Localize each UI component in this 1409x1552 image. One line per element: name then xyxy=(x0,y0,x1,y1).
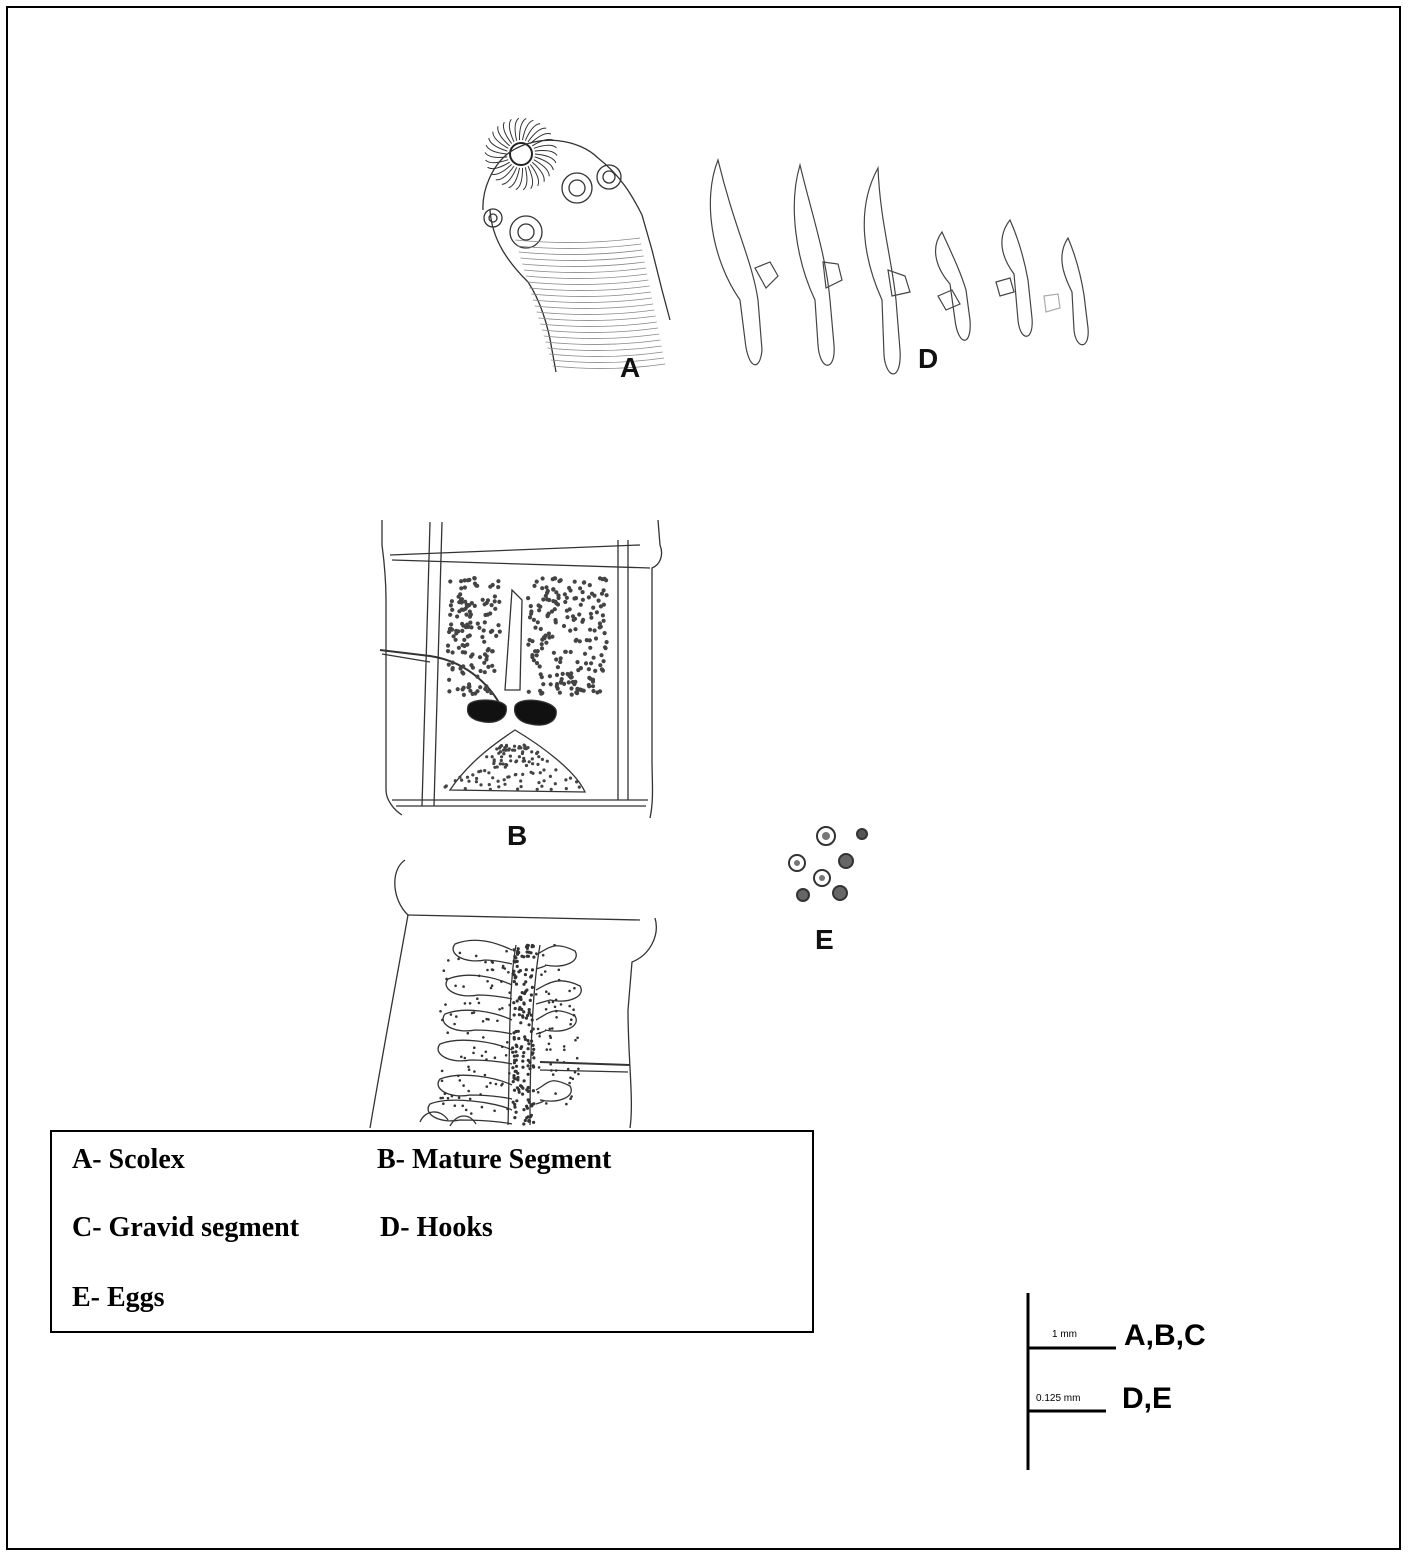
figure-label-a: A xyxy=(620,352,640,384)
legend-item-gravid-segment: C- Gravid segment xyxy=(72,1212,299,1244)
legend-item-hooks: D- Hooks xyxy=(380,1212,493,1244)
hooks-drawing xyxy=(710,160,1088,374)
scale-label-0125mm: 0.125 mm xyxy=(1036,1393,1080,1404)
rostellum-hooks xyxy=(485,118,557,190)
eggs-drawing xyxy=(789,827,867,901)
scolex-drawing xyxy=(483,118,670,372)
scale-applies-de: D,E xyxy=(1122,1382,1172,1416)
figure-label-e: E xyxy=(815,924,834,956)
neck-striations xyxy=(515,238,665,369)
legend-item-mature-segment: B- Mature Segment xyxy=(377,1144,611,1176)
legend-box: A- Scolex B- Mature Segment C- Gravid se… xyxy=(50,1130,814,1333)
gravid-segment-drawing xyxy=(370,860,656,1128)
figure-label-b: B xyxy=(507,820,527,852)
uterine-branches xyxy=(420,940,581,1126)
figure-label-d: D xyxy=(918,343,938,375)
testes-dots xyxy=(444,576,609,791)
legend-item-eggs: E- Eggs xyxy=(72,1282,165,1314)
legend-item-scolex: A- Scolex xyxy=(72,1144,185,1176)
mature-segment-drawing xyxy=(380,520,662,818)
scale-label-1mm: 1 mm xyxy=(1052,1329,1077,1340)
scale-bars xyxy=(1028,1293,1116,1470)
scale-applies-abc: A,B,C xyxy=(1124,1319,1206,1353)
